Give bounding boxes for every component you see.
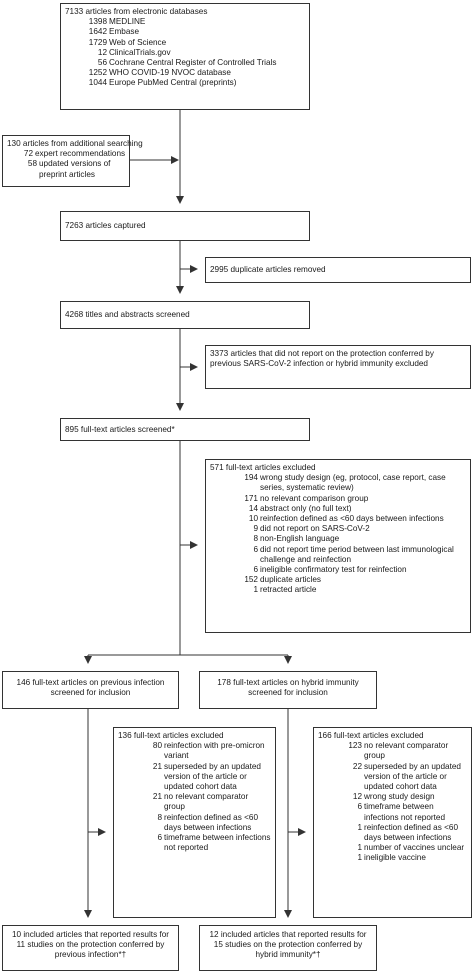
hybrid-immunity-screen-text: 178 full-text articles on hybrid immunit… — [217, 678, 359, 698]
screened-text: 4268 titles and abstracts screened — [65, 310, 190, 319]
additional-title: 130 articles from additional searching — [7, 139, 143, 148]
databases-title: 7133 articles from electronic databases — [65, 7, 208, 16]
fulltext-screened-box: 895 full-text articles screened* — [60, 418, 310, 441]
hybrid-included-box: 12 included articles that reported resul… — [199, 925, 377, 971]
hybrid-immunity-screen-box: 178 full-text articles on hybrid immunit… — [199, 671, 377, 709]
databases-box: 7133 articles from electronic databases … — [60, 3, 310, 110]
duplicates-box: 2995 duplicate articles removed — [205, 257, 471, 283]
previous-included-text: 10 included articles that reported resul… — [11, 930, 169, 960]
captured-text: 7263 articles captured — [65, 221, 146, 230]
hybrid-excluded-title: 166 full-text articles excluded — [318, 731, 424, 740]
fulltext-excluded-title: 571 full-text articles excluded — [210, 463, 316, 472]
hybrid-included-text: 12 included articles that reported resul… — [209, 930, 367, 960]
not-reported-box: 3373 articles that did not report on the… — [205, 345, 471, 389]
previous-included-box: 10 included articles that reported resul… — [2, 925, 179, 971]
previous-infection-screen-text: 146 full-text articles on previous infec… — [16, 678, 165, 698]
not-reported-text: 3373 articles that did not report on the… — [210, 349, 434, 369]
previous-infection-screen-box: 146 full-text articles on previous infec… — [2, 671, 179, 709]
duplicates-text: 2995 duplicate articles removed — [210, 265, 326, 274]
additional-search-box: 130 articles from additional searching 7… — [2, 135, 143, 187]
previous-excluded-title: 136 full-text articles excluded — [118, 731, 224, 740]
screened-box: 4268 titles and abstracts screened — [60, 301, 310, 329]
fulltext-screened-text: 895 full-text articles screened* — [65, 425, 175, 434]
captured-box: 7263 articles captured — [60, 211, 310, 241]
